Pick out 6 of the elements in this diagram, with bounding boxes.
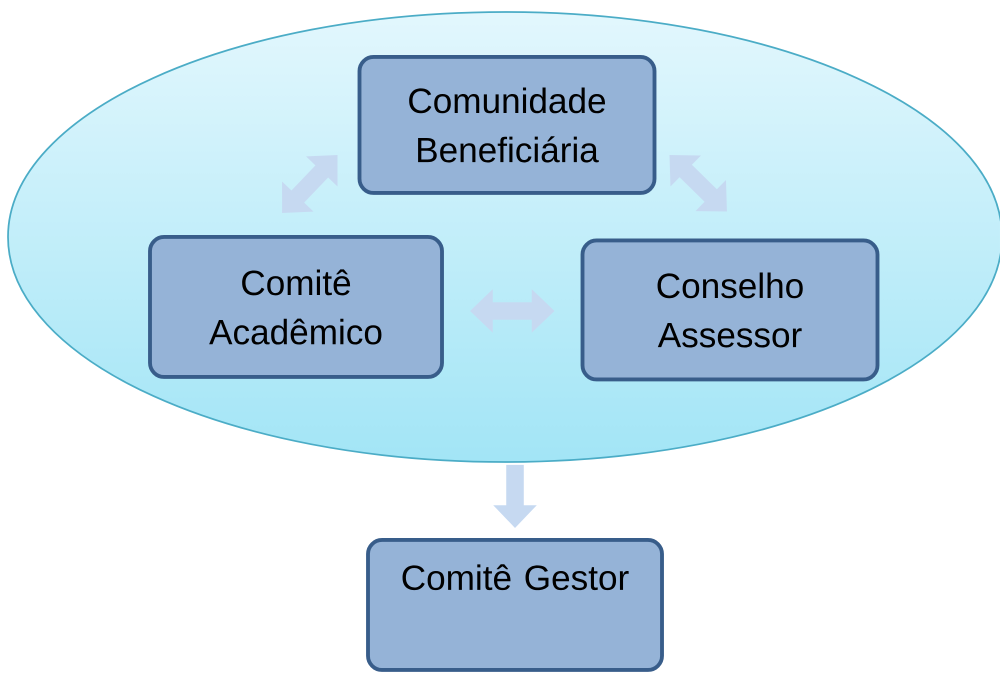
- process-box: Comunidade Beneficiária: [358, 55, 656, 195]
- block-arrow: [282, 155, 338, 213]
- process-box: Comitê Gestor: [366, 538, 664, 672]
- process-box: Conselho Assessor: [580, 238, 880, 382]
- process-box: Comitê Acadêmico: [148, 235, 444, 379]
- block-arrow: [670, 155, 727, 212]
